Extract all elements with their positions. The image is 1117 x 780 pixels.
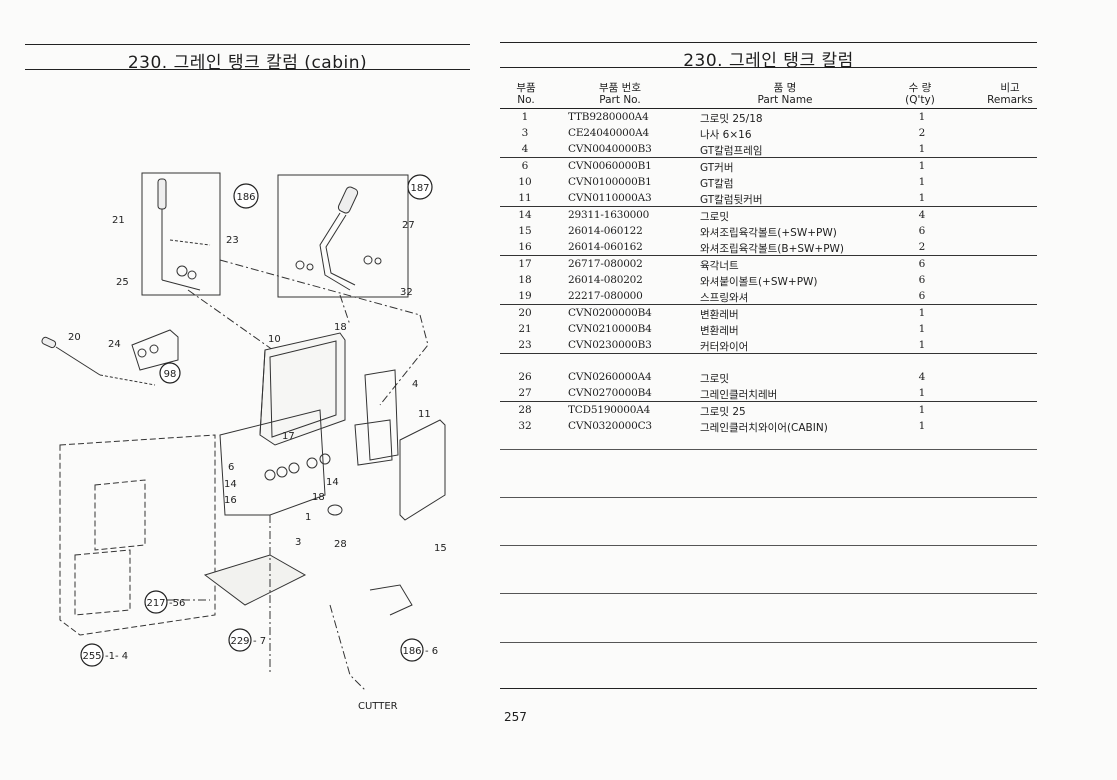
right-page: 230. 그레인 탱크 칼럼 부품 No. 부품 번호 Part No. 품 명… bbox=[490, 0, 1117, 780]
callout-10: 10 bbox=[268, 334, 281, 345]
lever-21 bbox=[157, 178, 201, 291]
circled-ref-98 bbox=[159, 362, 181, 384]
exploded-parts-diagram: 21 23 25 20 24 27 32 18 10 4 11 17 6 14 … bbox=[41, 172, 447, 712]
callout-16: 16 bbox=[224, 495, 237, 506]
svg-text:98: 98 bbox=[164, 369, 177, 380]
cutter-label: CUTTER bbox=[358, 701, 398, 712]
ref-186-suffix: - 6 bbox=[425, 646, 438, 657]
lever-20 bbox=[41, 336, 156, 386]
header-qty: 수 량 (Q'ty) bbox=[905, 82, 935, 106]
circled-ref-186-top bbox=[233, 183, 259, 209]
callout-6: 6 bbox=[228, 462, 234, 473]
header-part-name: 품 명 Part Name bbox=[757, 82, 813, 106]
cable-line-32 bbox=[219, 259, 421, 316]
circled-ref-186-bottom bbox=[400, 638, 424, 662]
svg-text:229: 229 bbox=[230, 636, 249, 647]
svg-text:187: 187 bbox=[410, 183, 429, 194]
floor-plate bbox=[203, 554, 307, 606]
right-page-title: 230. 그레인 탱크 칼럼 bbox=[683, 51, 854, 71]
callout-3: 3 bbox=[295, 537, 301, 548]
rod-23 bbox=[169, 239, 211, 246]
inset-box-lever bbox=[141, 172, 221, 296]
gt-cover-6 bbox=[219, 409, 326, 516]
callout-4: 4 bbox=[412, 379, 418, 390]
callout-1: 1 bbox=[305, 512, 311, 523]
column-frame-4 bbox=[364, 369, 399, 461]
svg-text:255: 255 bbox=[82, 651, 101, 662]
callout-32: 32 bbox=[400, 287, 413, 298]
back-cover-11 bbox=[399, 419, 446, 521]
cabin-wall bbox=[59, 434, 216, 636]
circled-ref-187 bbox=[407, 174, 433, 200]
circled-ref-229 bbox=[228, 628, 252, 652]
column-10 bbox=[259, 332, 346, 446]
left-title-rule-top bbox=[25, 44, 470, 45]
callout-14-right: 14 bbox=[326, 477, 339, 488]
circled-ref-255 bbox=[80, 643, 104, 667]
header-no: 부품 No. bbox=[516, 82, 536, 106]
svg-text:186: 186 bbox=[236, 192, 255, 203]
ref-217-suffix: -56 bbox=[169, 598, 185, 609]
callout-25: 25 bbox=[116, 277, 129, 288]
ref-229-suffix: - 7 bbox=[253, 636, 266, 647]
cutter-lever bbox=[369, 584, 413, 616]
page-number: 257 bbox=[504, 710, 527, 724]
lever-27 bbox=[295, 186, 382, 291]
callout-28: 28 bbox=[334, 539, 347, 550]
callout-18-mid: 18 bbox=[312, 492, 325, 503]
callout-23: 23 bbox=[226, 235, 239, 246]
grommet-28 bbox=[327, 504, 343, 516]
right-title-rule-bottom bbox=[500, 67, 1037, 68]
left-page: 230. 그레인 탱크 칼럼 (cabin) bbox=[0, 0, 490, 780]
callout-15: 15 bbox=[434, 543, 447, 554]
callout-17: 17 bbox=[282, 431, 295, 442]
left-page-title: 230. 그레인 탱크 칼럼 (cabin) bbox=[127, 53, 368, 73]
circled-ref-217 bbox=[144, 590, 168, 614]
bracket-98 bbox=[131, 329, 179, 371]
svg-text:217: 217 bbox=[146, 598, 165, 609]
header-part-no: 부품 번호 Part No. bbox=[599, 82, 641, 106]
right-title-rule-top bbox=[500, 42, 1037, 43]
callout-11: 11 bbox=[418, 409, 431, 420]
callout-20: 20 bbox=[68, 332, 81, 343]
svg-text:186: 186 bbox=[402, 646, 421, 657]
callout-24: 24 bbox=[108, 339, 121, 350]
ref-255-suffix: -1- 4 bbox=[105, 651, 128, 662]
header-remarks: 비고 Remarks bbox=[987, 82, 1033, 106]
callout-27: 27 bbox=[402, 220, 415, 231]
inset-box-clutch-lever bbox=[277, 174, 409, 298]
left-title-rule-bottom bbox=[25, 69, 470, 70]
callout-18-top: 18 bbox=[334, 322, 347, 333]
callout-labels: 21 23 25 20 24 27 32 18 10 4 11 17 6 14 … bbox=[68, 215, 447, 554]
callout-14-left: 14 bbox=[224, 479, 237, 490]
callout-21: 21 bbox=[112, 215, 125, 226]
